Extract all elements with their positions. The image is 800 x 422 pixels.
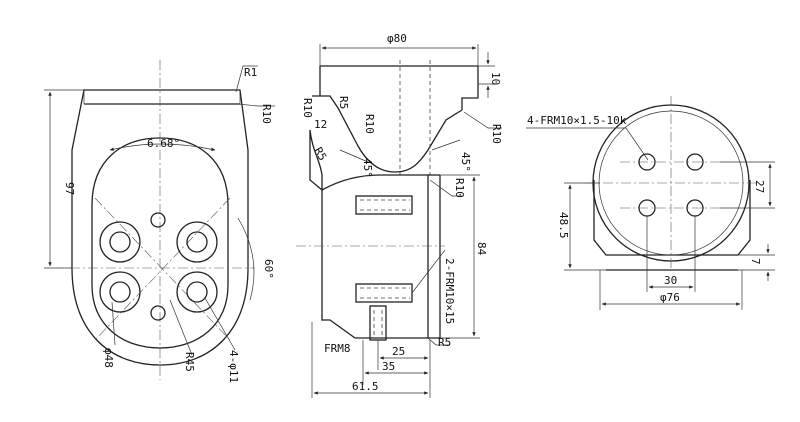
- front-height-label: 97: [63, 182, 76, 195]
- side-dia76-label: φ76: [660, 291, 680, 304]
- section-dim35-label: 35: [382, 360, 395, 373]
- thread-hole: [638, 153, 656, 171]
- section-r10-lower-label: R10: [453, 178, 466, 198]
- counterbore-hole: [176, 271, 218, 313]
- section-r5-top-label: R5: [337, 96, 350, 109]
- front-r10-label: R10: [260, 104, 273, 124]
- section-upper-profile: [312, 65, 479, 173]
- section-r10-mid-label: R10: [363, 114, 376, 134]
- front-dia48-label: φ48: [102, 348, 115, 368]
- side-base: [593, 180, 751, 256]
- front-inner-window: [91, 137, 229, 349]
- section-r10-left-label: R10: [301, 98, 314, 118]
- section-r5-bottom-label: R5: [438, 336, 451, 349]
- section-thread-side-label: 2-FRM10×15: [443, 258, 456, 324]
- section-frm8-label: FRM8: [324, 342, 351, 355]
- front-r1-label: R1: [244, 66, 257, 79]
- section-view: φ80 10 R5 12 R10 R10 R5 R10 45° 45°: [296, 32, 503, 398]
- counterbore-hole: [99, 221, 141, 263]
- small-hole: [150, 305, 166, 321]
- side-dim27-label: 27: [753, 180, 766, 193]
- front-holes-label: 4-φ11: [227, 350, 240, 383]
- side-view: 4-FRM10×1.5-10k 27 48.5 7 30 φ76: [526, 96, 775, 310]
- section-dim12-label: 12: [314, 118, 327, 131]
- section-dia80-label: φ80: [387, 32, 407, 45]
- front-angle-top-label: 6.68°: [147, 137, 180, 150]
- section-dim10-label: 10: [489, 72, 502, 85]
- section-r10-right-label: R10: [490, 124, 503, 144]
- counterbore-hole: [176, 221, 218, 263]
- counterbore-hole: [99, 271, 141, 313]
- section-height-label: 84: [475, 242, 488, 256]
- section-r5-slot-label: R5: [311, 145, 329, 163]
- side-dim7-label: 7: [749, 258, 762, 265]
- bottom-tapped-hole: [369, 305, 387, 341]
- thread-hole: [686, 153, 704, 171]
- small-hole: [150, 212, 166, 228]
- front-angle-right-label: 60°: [262, 259, 275, 279]
- section-body: [321, 174, 429, 339]
- section-angle-right-label: 45°: [459, 152, 472, 172]
- section-dim25-label: 25: [392, 345, 405, 358]
- side-thread-label: 4-FRM10×1.5-10k: [527, 114, 627, 127]
- side-dim30-label: 30: [664, 274, 677, 287]
- section-angle-left-label: 45°: [361, 158, 374, 178]
- section-dim615-label: 61.5: [352, 380, 379, 393]
- front-outline: [71, 89, 249, 366]
- tapped-hole: [355, 195, 413, 215]
- front-view: 6.68° 97 R1 R10 60° φ48 R45 4-φ11: [44, 60, 275, 383]
- tapped-hole: [355, 283, 413, 303]
- side-dim485-label: 48.5: [557, 212, 570, 239]
- front-r45-label: R45: [183, 352, 196, 372]
